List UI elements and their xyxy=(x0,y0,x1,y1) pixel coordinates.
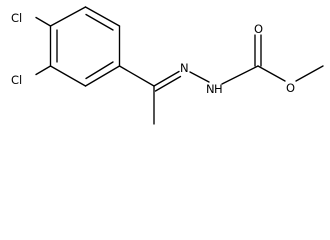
bond-c3-cl xyxy=(35,16,52,27)
bond-o-methyl xyxy=(295,65,324,82)
ring-bond-3 xyxy=(84,65,121,87)
bond-c-n-double-2 xyxy=(154,75,182,92)
atom-label-o-ester: O xyxy=(286,81,295,95)
bond-n-n xyxy=(189,71,210,83)
bond-n-carbonyl-carbon xyxy=(221,65,259,85)
ring-inner-double-2 xyxy=(85,61,114,80)
bond-c4-cl xyxy=(35,65,52,76)
atom-label-n-amine: N xyxy=(206,82,215,96)
ring-bond-6 xyxy=(49,6,87,27)
atom-label-n-imine: N xyxy=(180,61,189,75)
ring-bond-1 xyxy=(84,6,121,27)
ring-bond-4 xyxy=(49,65,87,87)
bond-c-n-double-1 xyxy=(153,70,180,87)
chemical-structure-diagram: Cl Cl N N H O O xyxy=(11,6,324,125)
atom-label-cl-bottom: Cl xyxy=(11,73,22,87)
ring-inner-double-1 xyxy=(85,13,114,31)
benzene-ring xyxy=(49,6,121,87)
bond-ring-to-imine-carbon xyxy=(118,65,155,87)
bond-c-o-ester xyxy=(257,65,286,82)
atom-label-o-carbonyl: O xyxy=(254,22,263,36)
atom-label-cl-top: Cl xyxy=(11,11,22,25)
atom-label-h-amine: H xyxy=(214,82,223,96)
